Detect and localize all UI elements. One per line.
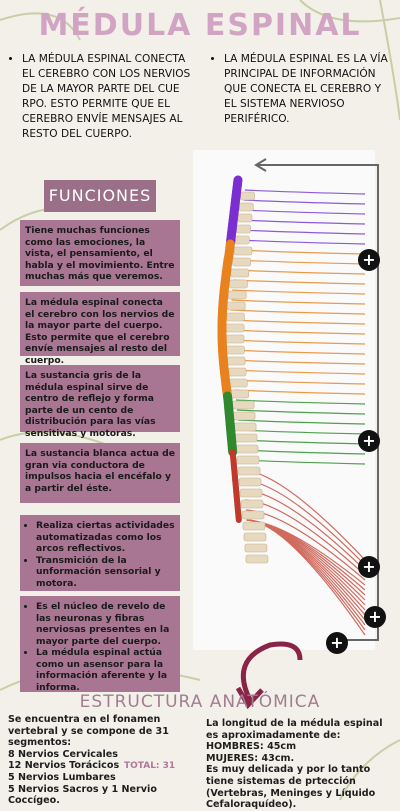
vertebra [229,379,247,387]
expand-plus-button[interactable]: + [326,632,348,654]
vertebra [226,335,244,343]
estructura-line: 5 Nervios Sacros y 1 Nervio Coccígeo. [8,784,204,807]
expand-plus-button[interactable]: + [358,556,380,578]
vertebra [233,258,251,266]
nerve-line [236,400,365,404]
nerve-line [231,360,365,364]
vertebra [226,346,244,354]
vertebra [238,214,252,222]
vertebra [228,368,246,376]
estructura-line: 5 Nervios Lumbares [8,772,204,784]
vertebra [229,280,247,288]
vertebra [234,423,256,431]
nerve-line [231,310,365,314]
expand-plus-button[interactable]: + [358,249,380,271]
vertebra [237,456,259,464]
vertebra [237,225,251,233]
nerve-line [245,190,365,194]
nerve-line [232,290,365,294]
nerve-line [241,460,365,464]
vertebra [226,324,244,332]
nerve-line [239,240,365,244]
nerve-line [235,390,365,394]
nerve-line [241,450,366,454]
vertebra [246,555,268,563]
vertebra [234,247,252,255]
vertebra [239,203,253,211]
vertebra [240,489,262,497]
estructura-right-text: La longitud de la médula espinal es apro… [206,718,396,811]
vertebra [235,434,257,442]
total-label: TOTAL: 31 [124,761,175,771]
estructura-heading: ESTRUCTURA ANATÓMICA [0,692,400,712]
vertebra [238,467,260,475]
nerve-line [238,250,365,254]
estructura-line: HOMBRES: 45cm [206,741,396,753]
nerve-line [244,200,365,204]
vertebra [227,302,245,310]
vertebra [227,357,245,365]
nerve-line [235,270,365,274]
nerve-line [239,430,365,434]
vertebra [236,445,258,453]
vertebra [235,236,249,244]
vertebra [226,313,244,321]
vertebra [244,533,266,541]
estructura-line: 8 Nervios Cervicales [8,749,204,761]
estructura-line: Se encuentra en el fonamen vertebral y s… [8,714,204,749]
nerve-line [233,280,365,284]
nerve-line [237,410,365,414]
nerve-line [242,210,365,214]
estructura-line: Es muy delicada y por lo tanto tiene sis… [206,764,396,810]
vertebra [241,500,263,508]
estructura-line: La longitud de la médula espinal es apro… [206,718,396,741]
vertebra [228,291,246,299]
nerve-line [241,220,365,224]
nerve-line [230,320,365,324]
expand-plus-button[interactable]: + [364,606,386,628]
vertebra [231,390,249,398]
vertebra [241,192,255,200]
nerve-line [233,380,365,384]
vertebra [233,412,255,420]
nerve-line [240,230,365,234]
vertebra [231,269,249,277]
vertebra [239,478,261,486]
vertebra [232,401,254,409]
nerve-line [232,370,365,374]
vertebra [245,544,267,552]
expand-plus-button[interactable]: + [358,430,380,452]
vertebra [243,522,265,530]
nerve-line [236,260,365,264]
nerve-line [231,350,365,354]
nerve-line [240,440,365,444]
nerve-line [238,420,365,424]
estructura-line: MUJERES: 43cm. [206,753,396,765]
nerve-line [230,330,365,334]
nerve-line [230,340,365,344]
vertebra [242,511,264,519]
nerve-line [231,300,365,304]
